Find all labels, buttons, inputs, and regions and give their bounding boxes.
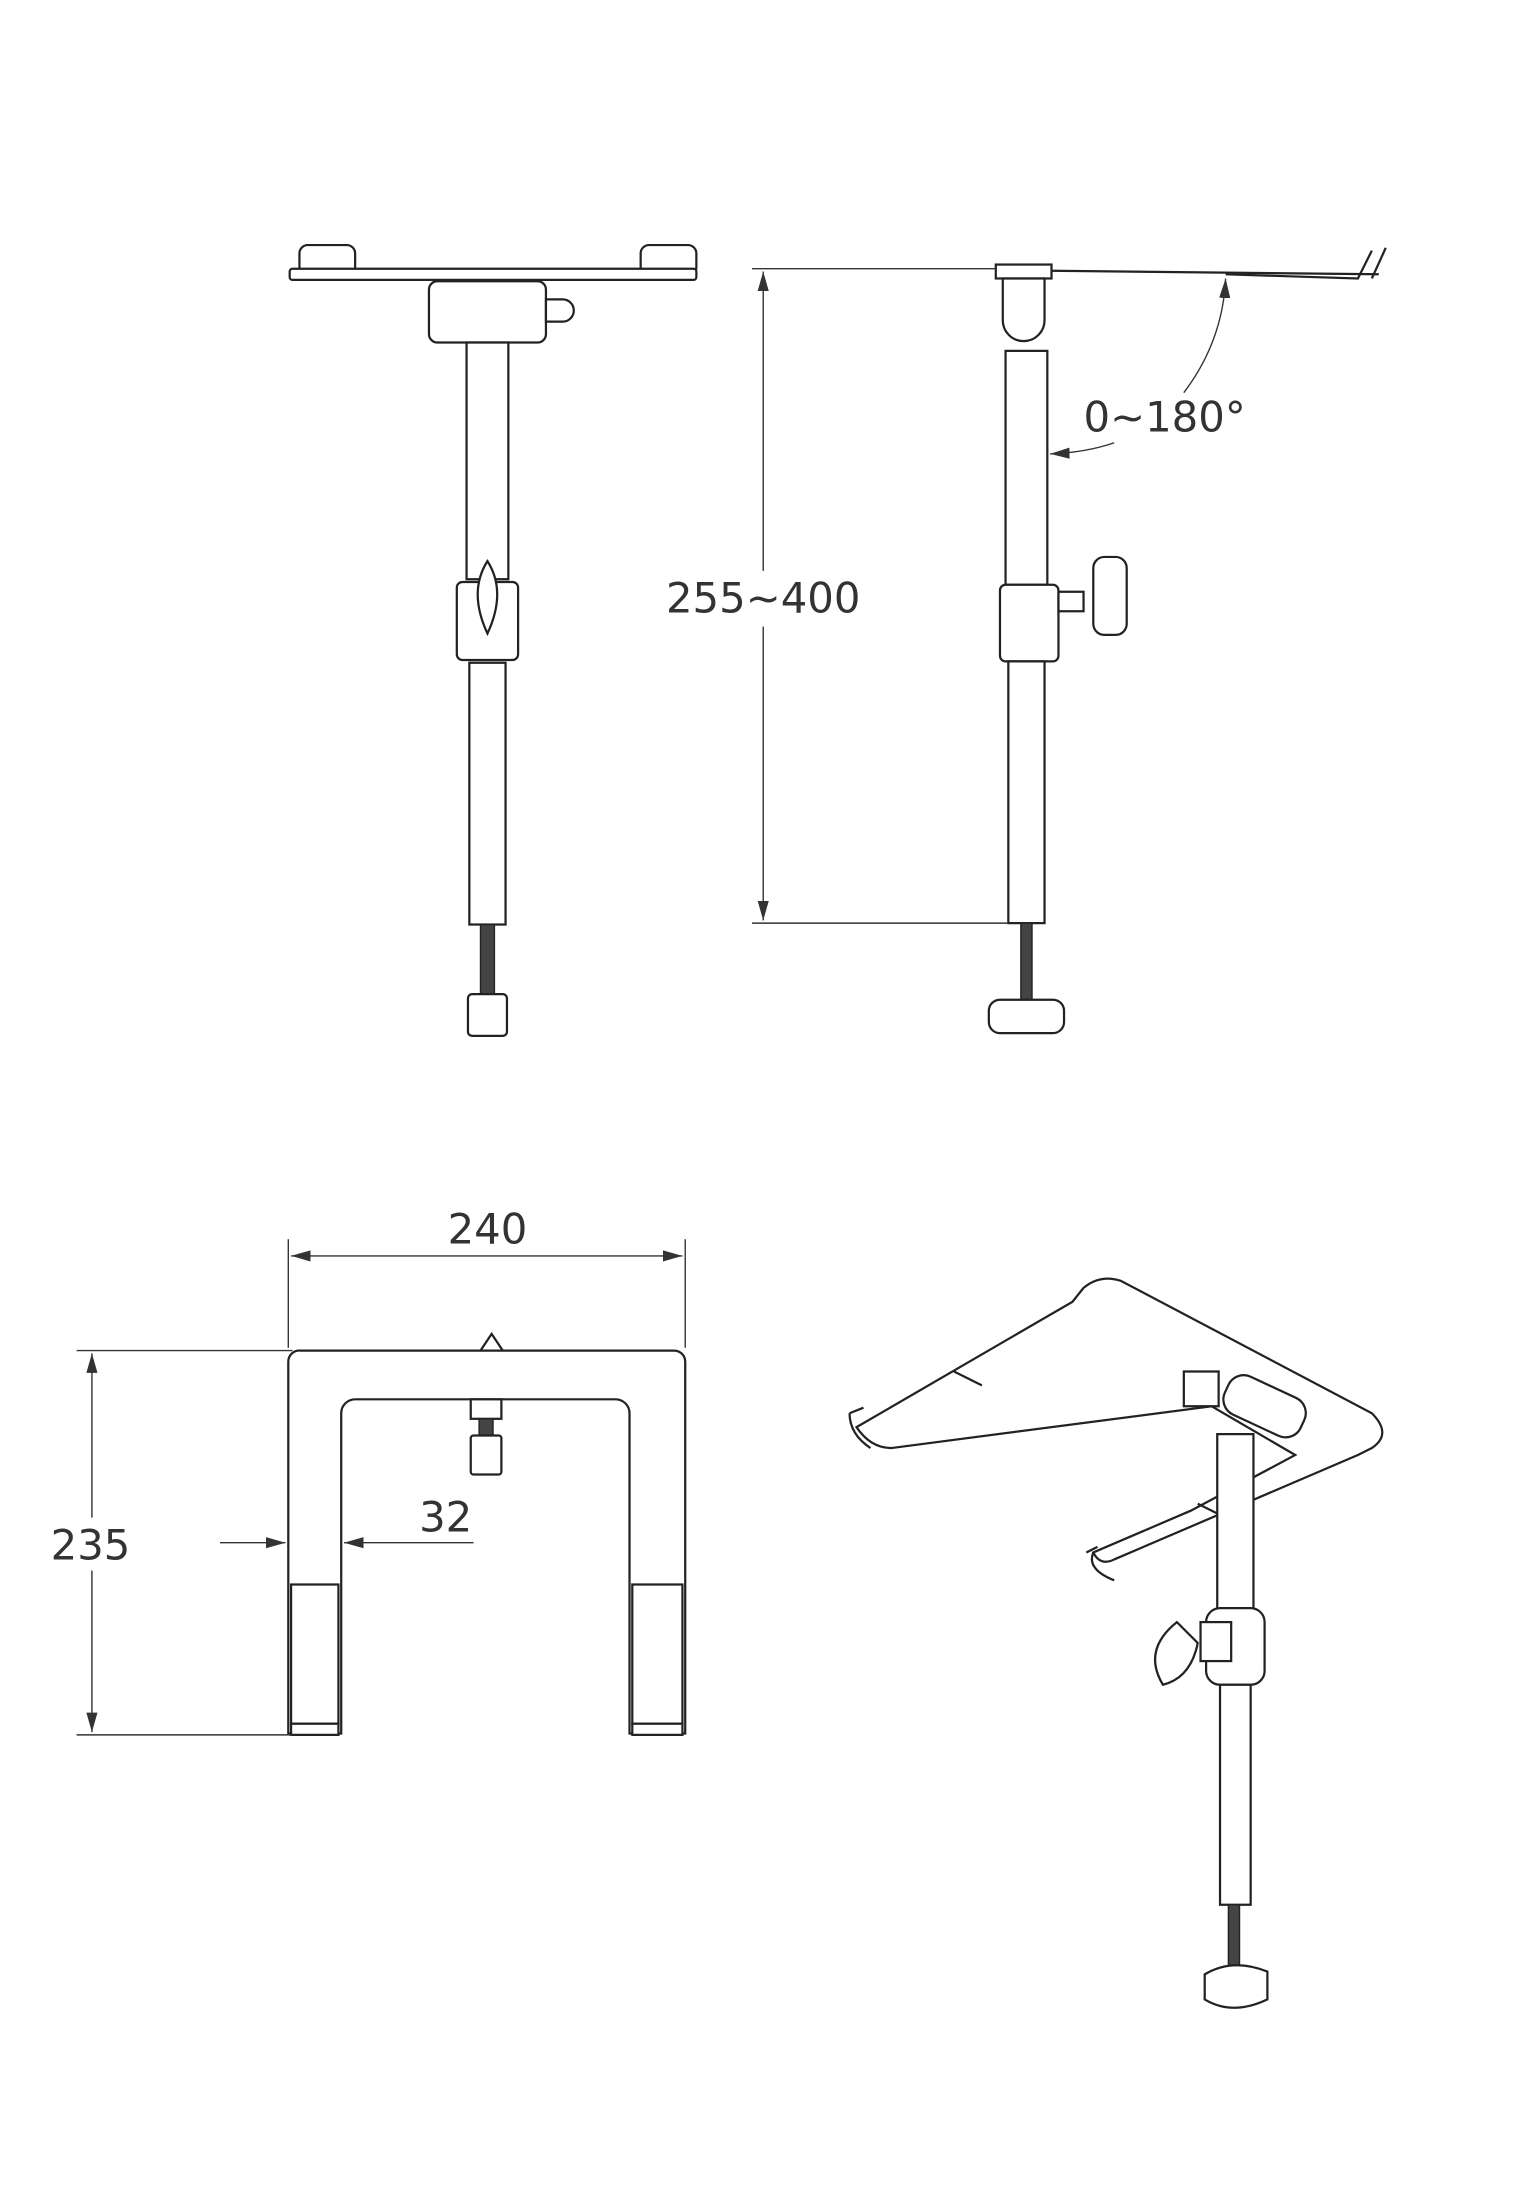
front-view <box>288 243 698 1038</box>
tilt-angle-label: 0~180° <box>1084 393 1246 442</box>
isometric-view <box>848 1277 1384 2009</box>
tilt-angle-dimension: 0~180° <box>1050 278 1246 459</box>
depth-dimension: 235 <box>41 1349 293 1736</box>
width-dimension: 240 <box>287 1204 686 1348</box>
side-view <box>987 247 1387 1035</box>
arm-width-label: 32 <box>419 1493 472 1542</box>
height-dimension: 255~400 <box>665 268 1009 924</box>
top-view <box>287 1331 687 1736</box>
width-label: 240 <box>448 1204 528 1253</box>
depth-label: 235 <box>51 1520 131 1569</box>
arm-width-dimension: 32 <box>220 1493 474 1549</box>
height-range-label: 255~400 <box>666 574 860 623</box>
